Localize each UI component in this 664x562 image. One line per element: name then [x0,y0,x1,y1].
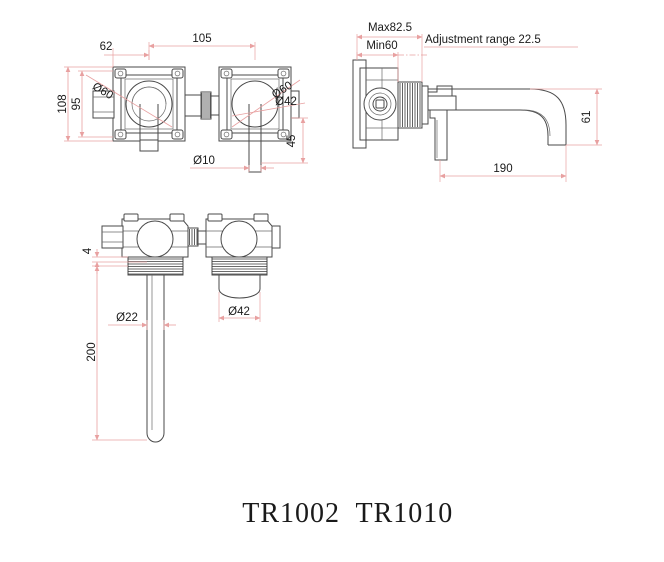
dimension-190: 190 [439,145,567,182]
dimension-label-max: Max82.5 [368,22,412,34]
spout-outlet-curve [519,88,567,146]
dimension-label-190: 190 [493,163,512,175]
dimension-4: 4 [82,247,128,274]
view-plan-valve-pair: 4 200 Ø22 Ø42 [82,213,281,443]
spout-body [427,85,530,161]
view-side-spout: Max82.5 Min60 Adjustment range 22.5 19 [352,22,602,182]
dimension-105: 105 [148,33,256,60]
plan-center-connector [187,227,207,247]
dimension-label-d42-plan: Ø42 [228,306,250,318]
center-connector [184,91,221,120]
dimension-61: 61 [530,88,602,146]
plan-left-body [101,213,189,443]
dimension-label-62: 62 [100,41,113,53]
dimension-label-108: 108 [57,94,69,113]
dimension-label-d10: Ø10 [193,155,215,167]
dimension-label-d42: Ø42 [275,96,297,108]
note-label-adjustment: Adjustment range 22.5 [425,34,541,46]
dimension-95: 95 [71,70,113,138]
view-front-valve-pair: 62 105 108 95 [57,33,308,173]
dimension-label-200: 200 [86,342,98,361]
dimension-min-60: Min60 [356,40,399,82]
dimension-label-105: 105 [192,33,211,45]
dimension-label-95: 95 [71,98,83,111]
dimension-diameter-42-plan: Ø42 [218,292,261,322]
dimension-label-45: 45 [286,135,298,148]
title-block: TR1002 TR1010 [0,466,664,562]
left-valve-body [92,66,186,152]
note-adjustment-range: Adjustment range 22.5 [398,34,578,56]
plan-right-body [205,213,281,299]
technical-drawing: .pl { fill:none; stroke:#4a4a4a; stroke-… [57,22,602,443]
drawing-sheet: .pl { fill:none; stroke:#4a4a4a; stroke-… [57,22,602,529]
dimension-diameter-10: Ø10 [190,155,274,172]
dimension-label-d22: Ø22 [116,312,138,324]
leader-diameter-42: Ø42 [231,96,306,117]
dimension-diameter-22: Ø22 [108,312,176,330]
threaded-barrel [397,81,429,129]
dimension-200: 200 [86,261,147,441]
dimension-max-82-5: Max82.5 [356,22,423,82]
dimension-62: 62 [100,41,150,67]
dimension-45: 45 [261,117,308,164]
page-title: TR1002 TR1010 [242,498,454,529]
dimension-label-min: Min60 [366,40,397,52]
wall-flange [352,59,399,149]
dimension-label-4: 4 [82,247,94,254]
dimension-label-61: 61 [581,111,593,124]
dimension-108: 108 [57,66,113,142]
